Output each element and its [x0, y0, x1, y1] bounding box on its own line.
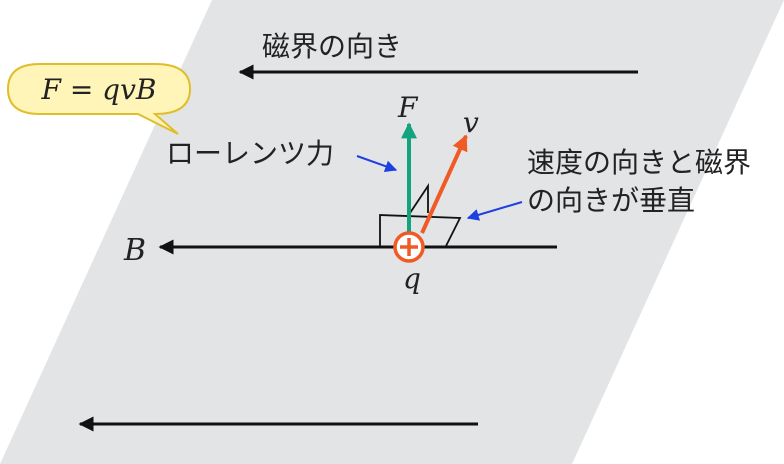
perpendicular-label-line2: の向きが垂直 [527, 184, 695, 217]
velocity-symbol-v: v [463, 106, 479, 139]
field-symbol-b: B [123, 233, 146, 268]
plus-circle-icon [393, 231, 425, 263]
lorentz-force-pointer [356, 155, 398, 172]
force-symbol-f: F [397, 91, 419, 124]
velocity-vector-v [420, 134, 468, 234]
perpendicular-pointer [466, 201, 523, 221]
perpendicular-label-line1: 速度の向きと磁界 [527, 146, 751, 179]
charge-symbol-q: q [403, 262, 421, 295]
lorentz-force-label: ローレンツ力 [166, 137, 334, 170]
formula-callout-bubble [6, 63, 192, 135]
right-angle-mark-horizontal [379, 214, 462, 247]
field-direction-label: 磁界の向き [262, 30, 402, 63]
right-angle-mark-vertical [409, 183, 429, 214]
formula-text: F = qvB [40, 73, 156, 106]
